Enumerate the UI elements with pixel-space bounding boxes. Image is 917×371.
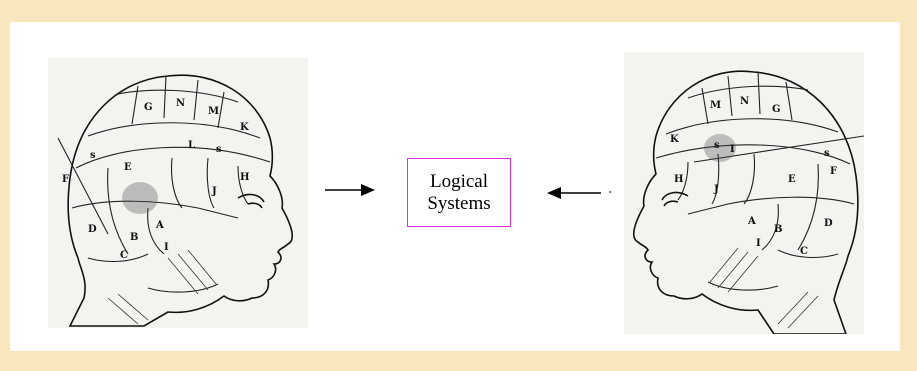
svg-text:K: K [240, 122, 249, 133]
svg-text:M: M [710, 100, 721, 111]
svg-text:s: s [824, 148, 830, 159]
svg-text:I: I [164, 242, 169, 253]
svg-text:K: K [670, 134, 679, 145]
svg-text:I: I [730, 144, 735, 155]
svg-text:L: L [188, 140, 195, 151]
svg-text:F: F [830, 166, 837, 177]
left-head-illustration: G N M K L s E F s H J D B A C I [57, 74, 294, 327]
svg-text:G: G [772, 104, 781, 115]
svg-text:N: N [740, 96, 749, 107]
right-phrenology-head: M N G K s I E F s H J D B A C I [624, 52, 864, 334]
svg-text:G: G [144, 102, 153, 113]
svg-text:D: D [824, 218, 833, 229]
svg-text:H: H [240, 172, 249, 183]
right-arrow-icon [325, 184, 375, 196]
svg-text:s: s [216, 144, 222, 155]
svg-text:A: A [155, 220, 164, 231]
svg-text:J: J [211, 186, 217, 197]
svg-text:M: M [208, 106, 219, 117]
svg-text:s: s [714, 140, 720, 151]
box-line-1: Logical [429, 170, 489, 192]
svg-text:N: N [176, 98, 185, 109]
svg-text:H: H [674, 174, 683, 185]
svg-text:D: D [88, 224, 97, 235]
right-head-illustration: M N G K s I E F s H J D B A C I [632, 70, 864, 334]
diagram-panel: G N M K L s E F s H J D B A C I Logical … [10, 22, 900, 351]
box-line-2: Systems [427, 192, 491, 214]
svg-text:J: J [713, 184, 719, 195]
svg-text:B: B [774, 224, 782, 235]
svg-text:E: E [788, 174, 796, 185]
logical-systems-box: Logical Systems [407, 158, 511, 227]
svg-text:A: A [747, 216, 756, 227]
svg-text:C: C [120, 250, 128, 261]
svg-text:C: C [800, 246, 808, 257]
svg-text:I: I [756, 238, 761, 249]
left-arrow-icon [547, 187, 611, 199]
svg-text:s: s [90, 150, 96, 161]
svg-text:B: B [130, 232, 138, 243]
left-phrenology-head: G N M K L s E F s H J D B A C I [48, 58, 308, 328]
svg-text:E: E [124, 162, 132, 173]
svg-text:F: F [62, 174, 69, 185]
